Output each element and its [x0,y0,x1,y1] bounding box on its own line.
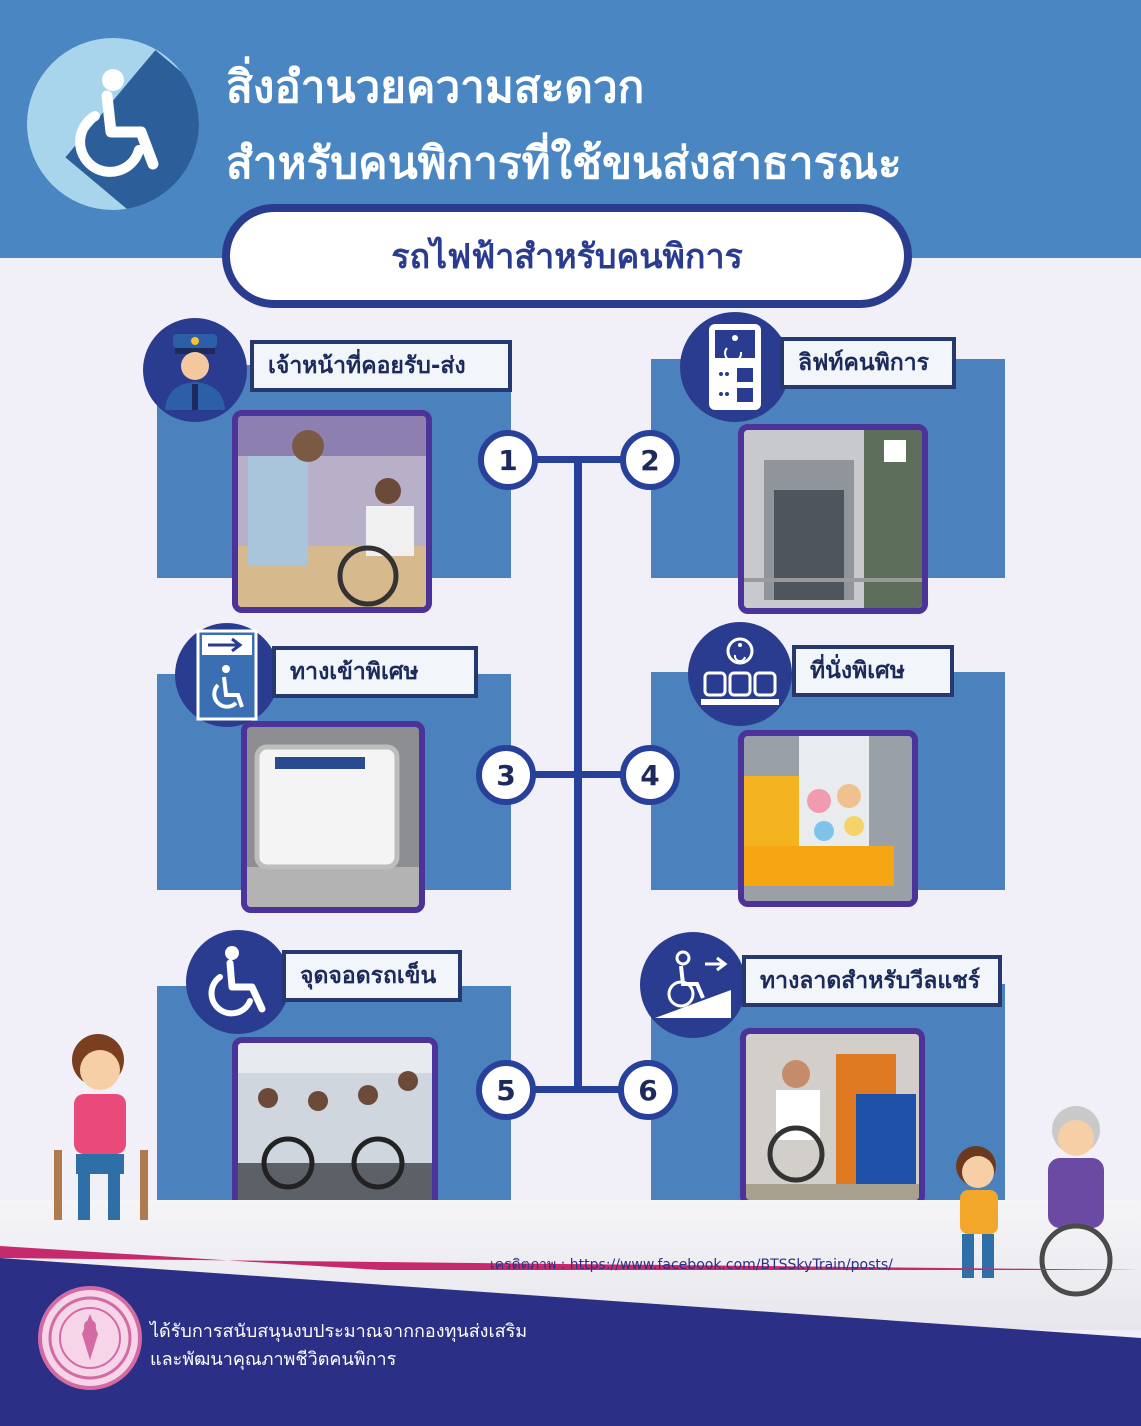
elevator-icon [680,312,790,422]
item-label-4: ที่นั่งพิเศษ [792,645,954,697]
subtitle-pill: รถไฟฟ้าสำหรับคนพิการ [222,204,912,308]
step-number-3: 3 [476,745,536,805]
photo-staff-assist [232,410,432,613]
wheelchair-icon [186,930,290,1034]
photo-elevator [738,424,928,614]
photo-credit: เครดิตภาพ : https://www.facebook.com/BTS… [490,1257,893,1273]
grandmother-child-illustration [956,1106,1113,1297]
step-number-1: 1 [478,430,538,490]
item-label-6: ทางลาดสำหรับวีลแชร์ [742,955,1002,1007]
staff-icon [143,318,247,422]
step-number-5: 5 [476,1060,536,1120]
subtitle: รถไฟฟ้าสำหรับคนพิการ [391,237,743,277]
timeline-branch [535,456,625,463]
page-title-line-1: สิ่งอำนวยความสะดวก [226,62,645,113]
woman-wheelchair-illustration [54,1034,148,1220]
page-title-line-2: สำหรับคนพิการที่ใช้ขนส่งสาธารณะ [226,138,902,189]
photo-ramp [740,1028,925,1206]
special-entrance-icon [175,623,279,727]
step-number-4: 4 [620,745,680,805]
photo-wheelchair-spot [232,1037,438,1212]
footer-text-line-1: ได้รับการสนับสนุนงบประมาณจากกองทุนส่งเสร… [150,1321,528,1342]
photo-priority-seat [738,730,918,907]
item-label-3: ทางเข้าพิเศษ [272,646,478,698]
step-number-2: 2 [620,430,680,490]
timeline-branch [535,1086,625,1093]
photo-special-gate [241,721,425,913]
item-label-2: ลิฟท์คนพิการ [780,337,956,389]
ramp-icon [640,932,746,1038]
item-label-1: เจ้าหน้าที่คอยรับ-ส่ง [250,340,512,392]
timeline-branch [535,771,625,778]
footer-text-line-2: และพัฒนาคุณภาพชีวิตคนพิการ [150,1349,397,1370]
fund-seal-logo [38,1286,142,1390]
priority-seat-icon [688,622,792,726]
item-label-5: จุดจอดรถเข็น [282,950,462,1002]
step-number-6: 6 [618,1060,678,1120]
wheelchair-logo-icon [27,38,199,210]
